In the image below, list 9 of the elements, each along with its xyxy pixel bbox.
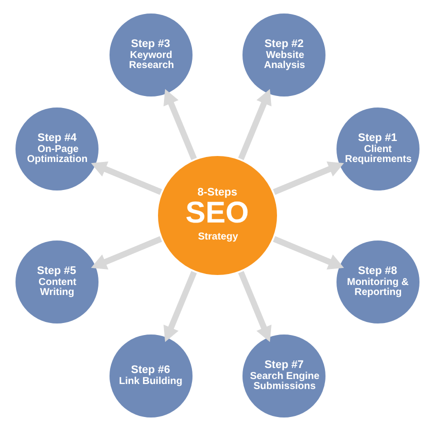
arrow: [272, 236, 344, 270]
arrow: [238, 270, 272, 342]
node-circle: 8-Steps SEO Strategy: [155, 153, 280, 278]
arrow: [164, 270, 197, 342]
arrow: [238, 89, 272, 160]
arrow: [164, 89, 197, 160]
arrow: [91, 162, 162, 195]
arrow: [91, 236, 162, 270]
arrow: [272, 162, 344, 195]
